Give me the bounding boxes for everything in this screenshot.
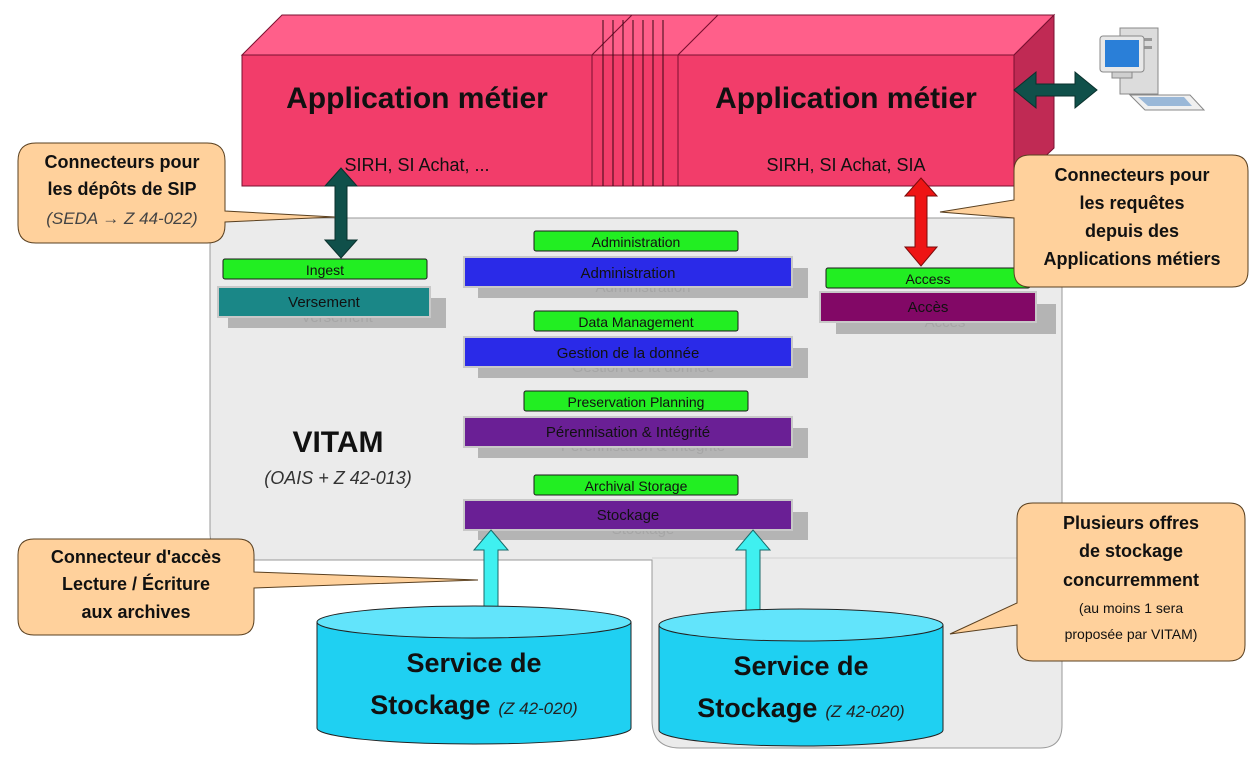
callout-offers-line4: (au moins 1 sera [1079,600,1183,616]
storage-service-right-title-2: Stockage [697,693,817,723]
computer-arrow [1013,70,1098,110]
callout-sip [17,142,336,244]
storage-service-right-ref: (Z 42-020) [825,702,904,721]
callout-access-connector [17,538,479,636]
storage-module: Stockage Stockage Archival Storage [463,474,808,540]
storage-service-right-subtitle: Stockage (Z 42-020) [697,693,904,723]
app-title-left: Application métier [286,82,548,115]
application-block-right [676,13,1056,188]
administration-tag: Administration [592,234,681,250]
callout-offers [949,502,1246,662]
application-block-left [240,14,634,187]
vitam-title: VITAM [292,426,383,459]
administration-label: Administration [580,265,675,282]
app-subtitle-right: SIRH, SI Achat, SIA [766,155,925,175]
callout-offers-line2: de stockage [1079,541,1183,561]
storage-service-left-title: Service de [406,648,541,678]
storage-service-left-ref: (Z 42-020) [498,699,577,718]
callout-access-line1: Connecteur d'accès [51,547,221,567]
storage-service-left [316,605,632,745]
access-connector-arrow [903,177,939,267]
preservation-module: Pérennisation & Intégrité Pérennisation … [463,390,808,458]
preservation-label: Pérennisation & Intégrité [546,424,710,441]
callout-requests-line2: les requêtes [1079,193,1184,213]
computer-icon [1099,27,1206,111]
callout-requests-line4: Applications métiers [1043,249,1220,269]
access-label: Accès [908,299,949,316]
callout-sip-line2: les dépôts de SIP [47,179,196,199]
ingest-connector-arrow [323,167,359,259]
app-subtitle-left: SIRH, SI Achat, ... [344,155,489,175]
storage-service-right-title: Service de [733,651,868,681]
data-management-tag: Data Management [578,314,693,330]
callout-offers-line5: proposée par VITAM) [1065,626,1198,642]
callout-access-line2: Lecture / Écriture [62,573,210,594]
ingest-tag: Ingest [306,262,344,278]
data-management-label: Gestion de la donnée [557,345,700,362]
callout-offers-line3: concurremment [1063,570,1199,590]
vitam-subtitle: (OAIS + Z 42-013) [264,468,412,488]
callout-sip-line1: Connecteurs pour [44,152,199,172]
access-tag: Access [905,271,950,287]
data-management-module: Gestion de la donnée Gestion de la donné… [463,310,808,378]
storage-tag: Archival Storage [585,478,688,494]
ingest-module: Versement Versement Ingest [217,258,446,328]
storage-service-left-subtitle: Stockage (Z 42-020) [370,690,577,720]
administration-module: Administration Administration Administra… [463,230,808,298]
ingest-label: Versement [288,294,361,311]
preservation-tag: Preservation Planning [568,394,705,410]
access-module: Accès Accès Access [819,267,1056,334]
callout-requests-line3: depuis des [1085,221,1179,241]
storage-label: Stockage [597,507,660,524]
storage-service-left-title-2: Stockage [370,690,490,720]
storage-service-right [658,608,944,747]
callout-access-line3: aux archives [81,602,190,622]
callout-requests-line1: Connecteurs pour [1054,165,1209,185]
callout-sip-line3: (SEDA → Z 44-022) [46,209,197,228]
callout-requests [939,154,1249,288]
app-title-right: Application métier [715,82,977,115]
callout-offers-line1: Plusieurs offres [1063,513,1199,533]
